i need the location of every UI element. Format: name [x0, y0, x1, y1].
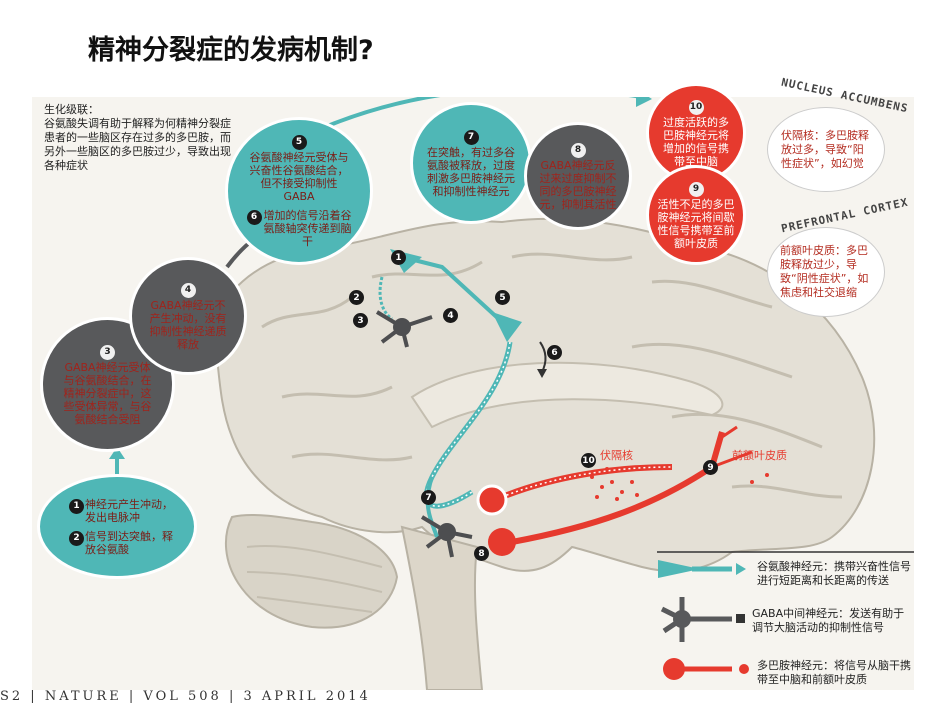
- step-5-6-circle: 5 谷氨酸神经元受体与兴奋性谷氨酸结合，但不接受抑制性GABA 6 增加的信号沿…: [225, 117, 373, 265]
- step-6-text: 增加的信号沿着谷氨酸轴突传递到脑干: [263, 209, 352, 248]
- step-9-circle: 9 活性不足的多巴胺神经元将间歇性信号携带至前额叶皮质: [646, 165, 746, 265]
- dopamine-neuron-upper: [476, 484, 508, 516]
- step-4-circle: 4 GABA神经元不产生冲动，没有抑制性神经递质释放: [129, 257, 247, 375]
- step-1-number: 1: [69, 498, 84, 514]
- gaba-neuron-3: [375, 310, 433, 348]
- step-9-number: 9: [688, 181, 704, 197]
- brain-marker-2: 2: [349, 290, 364, 305]
- brain-marker-7: 7: [421, 490, 436, 505]
- glutamate-neuron-5: [492, 312, 522, 342]
- step-5-number: 5: [291, 135, 307, 150]
- step-5-text: 谷氨酸神经元受体与兴奋性谷氨酸结合，但不接受抑制性GABA: [249, 151, 349, 203]
- brain-label-prefrontal-cortex: 前额叶皮质: [732, 449, 787, 462]
- step-2-text: 信号到达突触，释放谷氨酸: [85, 529, 173, 556]
- brainstem: [400, 525, 484, 690]
- corpus-callosum: [410, 361, 724, 429]
- intro-heading: 生化级联：: [44, 103, 99, 116]
- brain-marker-10: 10: [581, 453, 596, 468]
- dopamine-release-dots: [590, 467, 769, 501]
- dopamine-axon-accumbens: [500, 464, 673, 500]
- prefrontal-cortex-text: 前额叶皮质：多巴胺释放过少，导致“阴性症状”，如焦虑和社交退缩: [780, 244, 869, 299]
- dopamine-branches: [711, 425, 753, 469]
- dopamine-axon-prefrontal: [511, 431, 725, 545]
- legend-dopamine-text: 多巴胺神经元：将信号从脑干携带至中脑和前额叶皮质: [757, 659, 911, 686]
- nucleus-accumbens-panel: 伏隔核：多巴胺释放过多，导致“阳性症状”，如幻觉: [767, 107, 885, 192]
- brain-marker-8: 8: [474, 546, 489, 561]
- step-8-number: 8: [570, 142, 586, 158]
- brain-marker-9: 9: [703, 460, 718, 475]
- intro-text: 谷氨酸失调有助于解释为何精神分裂症患者的一些脑区存在过多的多巴胺，而另外一些脑区…: [44, 117, 231, 172]
- step-2-number: 2: [69, 530, 84, 546]
- cerebellum-folds: [246, 545, 383, 613]
- glutamate-axon-lower: [425, 476, 439, 538]
- brain-marker-5: 5: [495, 290, 510, 305]
- legend-dopamine-icon: [663, 658, 749, 680]
- step-1-2-circle: 1 神经元产生冲动，发出电脉冲 2 信号到达突触，释放谷氨酸: [37, 474, 197, 579]
- nucleus-accumbens-text: 伏隔核：多巴胺释放过多，导致“阳性症状”，如幻觉: [781, 128, 869, 170]
- legend-gaba-icon: [660, 597, 745, 642]
- step-6-number: 6: [246, 210, 262, 225]
- brain-label-nucleus-accumbens: 伏隔核: [600, 449, 633, 462]
- legend-gaba-text: GABA中间神经元：发送有助于调节大脑活动的抑制性信号: [752, 607, 905, 634]
- step-3-number: 3: [100, 344, 115, 360]
- dopamine-neuron-lower: [488, 528, 516, 556]
- legend-glutamate-icon: [658, 560, 746, 578]
- step-9-text: 活性不足的多巴胺神经元将间歇性信号携带至前额叶皮质: [657, 197, 735, 250]
- gaba-neuron-8: [420, 515, 473, 558]
- slide-title: 精神分裂症的发病机制?: [88, 35, 374, 66]
- gyri-lines: [261, 252, 843, 499]
- brain-marker-3: 3: [353, 313, 368, 328]
- flow-arrow-5-10: [301, 97, 642, 139]
- step-10-text: 过度活跃的多巴胺神经元将增加的信号携带至中脑: [663, 115, 729, 168]
- brain-illustration: [109, 97, 914, 690]
- step-4-text: GABA神经元不产生冲动，没有抑制性神经递质释放: [149, 298, 227, 351]
- brain-marker-4: 4: [443, 308, 458, 323]
- step-6-arrowhead: [537, 369, 547, 378]
- step-8-circle: 8 GABA神经元反过来过度抑制不同的多巴胺神经元，抑制其活性: [524, 122, 632, 230]
- step-3-text: GABA神经元受体与谷氨酸结合，在精神分裂症中，这些受体异常，与谷氨酸结合受阻: [63, 360, 152, 426]
- step-7-circle: 7 在突触，有过多谷氨酸被释放，过度刺激多巴胺神经元和抑制性神经元: [410, 102, 532, 224]
- brain-marker-1: 1: [391, 250, 406, 265]
- step-1-text: 神经元产生冲动，发出电脉冲: [85, 497, 173, 524]
- glutamate-axon-dots: [425, 341, 511, 507]
- figure-panel: 生化级联： 谷氨酸失调有助于解释为何精神分裂症患者的一些脑区存在过多的多巴胺，而…: [32, 76, 914, 690]
- step-7-text: 在突触，有过多谷氨酸被释放，过度刺激多巴胺神经元和抑制性神经元: [427, 145, 515, 198]
- citation-footer: S2 | NATURE | VOL 508 | 3 APRIL 2014: [0, 689, 371, 704]
- intro-block: 生化级联： 谷氨酸失调有助于解释为何精神分裂症患者的一些脑区存在过多的多巴胺，而…: [44, 103, 234, 173]
- glutamate-axon-2: [378, 276, 393, 321]
- step-8-text: GABA神经元反过来过度抑制不同的多巴胺神经元，抑制其活性: [539, 158, 617, 211]
- brain-marker-6: 6: [547, 345, 562, 360]
- step-4-number: 4: [180, 282, 196, 298]
- prefrontal-cortex-panel: 前额叶皮质：多巴胺释放过少，导致“阴性症状”，如焦虑和社交退缩: [767, 227, 885, 317]
- legend-glutamate-text: 谷氨酸神经元：携带兴奋性信号进行短距离和长距离的传送: [757, 560, 911, 587]
- flow-arrowhead-5-10: [636, 97, 652, 107]
- step-10-number: 10: [688, 99, 704, 115]
- step-7-number: 7: [463, 129, 479, 145]
- flow-arrowhead-1-3: [109, 447, 125, 459]
